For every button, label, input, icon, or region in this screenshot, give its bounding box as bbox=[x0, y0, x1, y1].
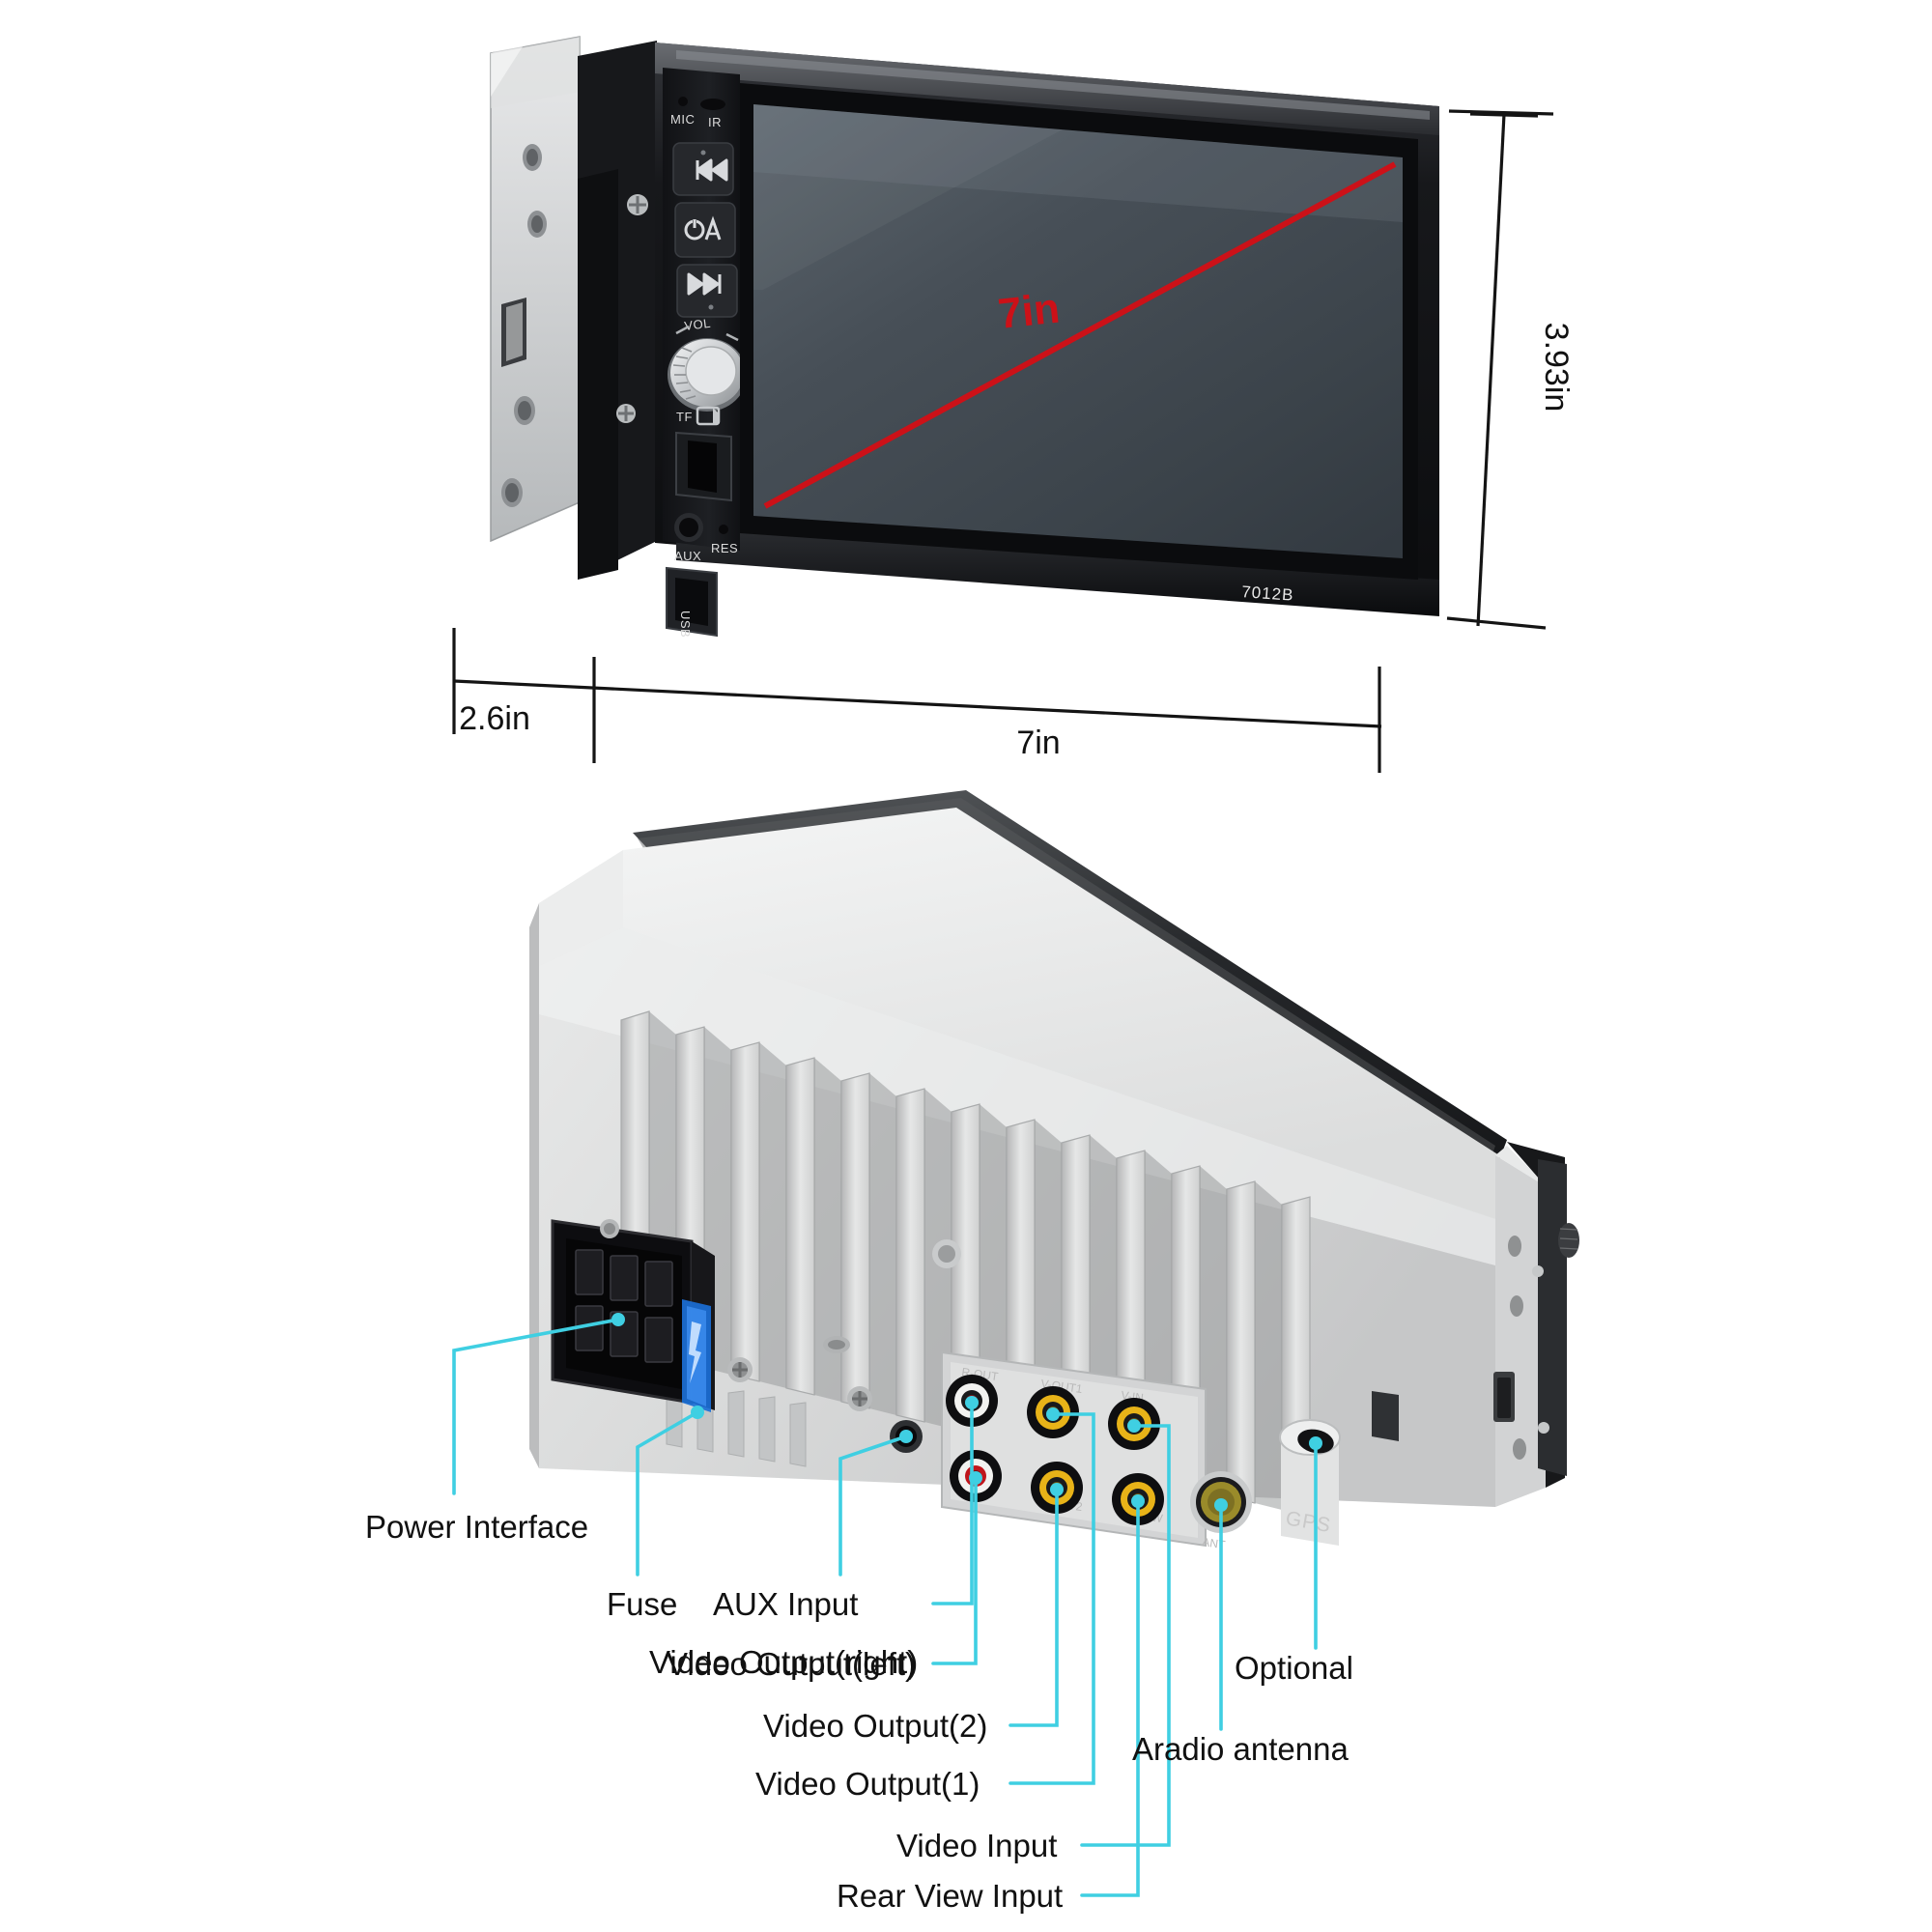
next-track-button[interactable] bbox=[676, 264, 738, 318]
mic-label: MIC bbox=[670, 112, 695, 127]
aux-label: AUX bbox=[674, 549, 701, 563]
callout-label-video-output-1: Video Output(1) bbox=[755, 1766, 980, 1802]
rear-vent bbox=[1372, 1391, 1399, 1441]
reset-pinhole[interactable]: RES bbox=[711, 525, 738, 555]
left-control-panel: MIC IR bbox=[663, 68, 747, 563]
usb-label: USB bbox=[678, 611, 693, 638]
mic-sensor bbox=[678, 97, 688, 106]
side-knob[interactable] bbox=[1558, 1223, 1579, 1258]
volume-knob[interactable]: VOL bbox=[668, 316, 747, 412]
callout-label-video-output-right: Video Output(right) bbox=[649, 1644, 918, 1680]
reset-label: RES bbox=[711, 541, 738, 555]
callout-label-video-output-2: Video Output(2) bbox=[763, 1708, 987, 1744]
bracket-hole bbox=[1513, 1438, 1526, 1460]
dimension-width-label: 7in bbox=[1016, 724, 1060, 761]
bracket-hole bbox=[1508, 1236, 1521, 1257]
port-etch-ant: ANT bbox=[1202, 1535, 1227, 1551]
bracket-hole bbox=[1510, 1295, 1523, 1317]
dimension-depth bbox=[452, 628, 1382, 763]
screen-diagonal-label: 7in bbox=[996, 285, 1062, 338]
dimension-height-label: 3.93in bbox=[1538, 323, 1575, 412]
power-mode-button[interactable] bbox=[674, 202, 736, 258]
callout-label-fuse: Fuse bbox=[607, 1586, 677, 1622]
callout-label-rear-view-input: Rear View Input bbox=[837, 1878, 1063, 1914]
callout-label-power-interface: Power Interface bbox=[365, 1509, 588, 1545]
bottom-lip bbox=[676, 526, 1439, 616]
callout-label-aradio-antenna: Aradio antenna bbox=[1132, 1731, 1349, 1767]
touchscreen[interactable]: 7in bbox=[740, 83, 1418, 580]
fuse[interactable] bbox=[682, 1299, 711, 1412]
screen-diagonal-line bbox=[763, 161, 1397, 509]
bracket-hole bbox=[518, 401, 531, 420]
aux-jack[interactable]: AUX bbox=[674, 513, 703, 563]
dimension-height bbox=[1446, 109, 1554, 630]
dimension-depth-label: 2.6in bbox=[459, 700, 530, 737]
usb-port[interactable]: USB bbox=[666, 566, 718, 638]
ir-label: IR bbox=[708, 115, 722, 129]
model-badge: 7012B bbox=[1241, 582, 1294, 605]
callout-label-video-output-left: Video Output(left) bbox=[667, 1646, 916, 1682]
previous-track-button[interactable] bbox=[672, 142, 734, 196]
callout-leader-lines bbox=[452, 1313, 1322, 1897]
bracket-hole bbox=[505, 483, 519, 502]
tf-card-slot[interactable]: TF bbox=[675, 406, 732, 502]
chassis-side-left bbox=[578, 41, 657, 580]
bracket-hole bbox=[526, 149, 538, 166]
bracket-hole bbox=[531, 215, 543, 233]
chassis-screws bbox=[727, 1239, 961, 1411]
callout-label-aux-input: AUX Input bbox=[713, 1586, 858, 1622]
ir-sensor bbox=[700, 99, 725, 110]
volume-label: VOL bbox=[684, 316, 712, 333]
callout-label-optional: Optional bbox=[1235, 1650, 1353, 1686]
rear-right-bracket bbox=[1493, 1142, 1579, 1507]
mounting-bracket-left bbox=[490, 36, 581, 543]
callout-label-video-input: Video Input bbox=[896, 1828, 1057, 1863]
screen-glass[interactable] bbox=[753, 104, 1403, 558]
gps-optional-port[interactable]: GPS bbox=[1279, 1419, 1341, 1546]
tf-label: TF bbox=[676, 410, 693, 424]
